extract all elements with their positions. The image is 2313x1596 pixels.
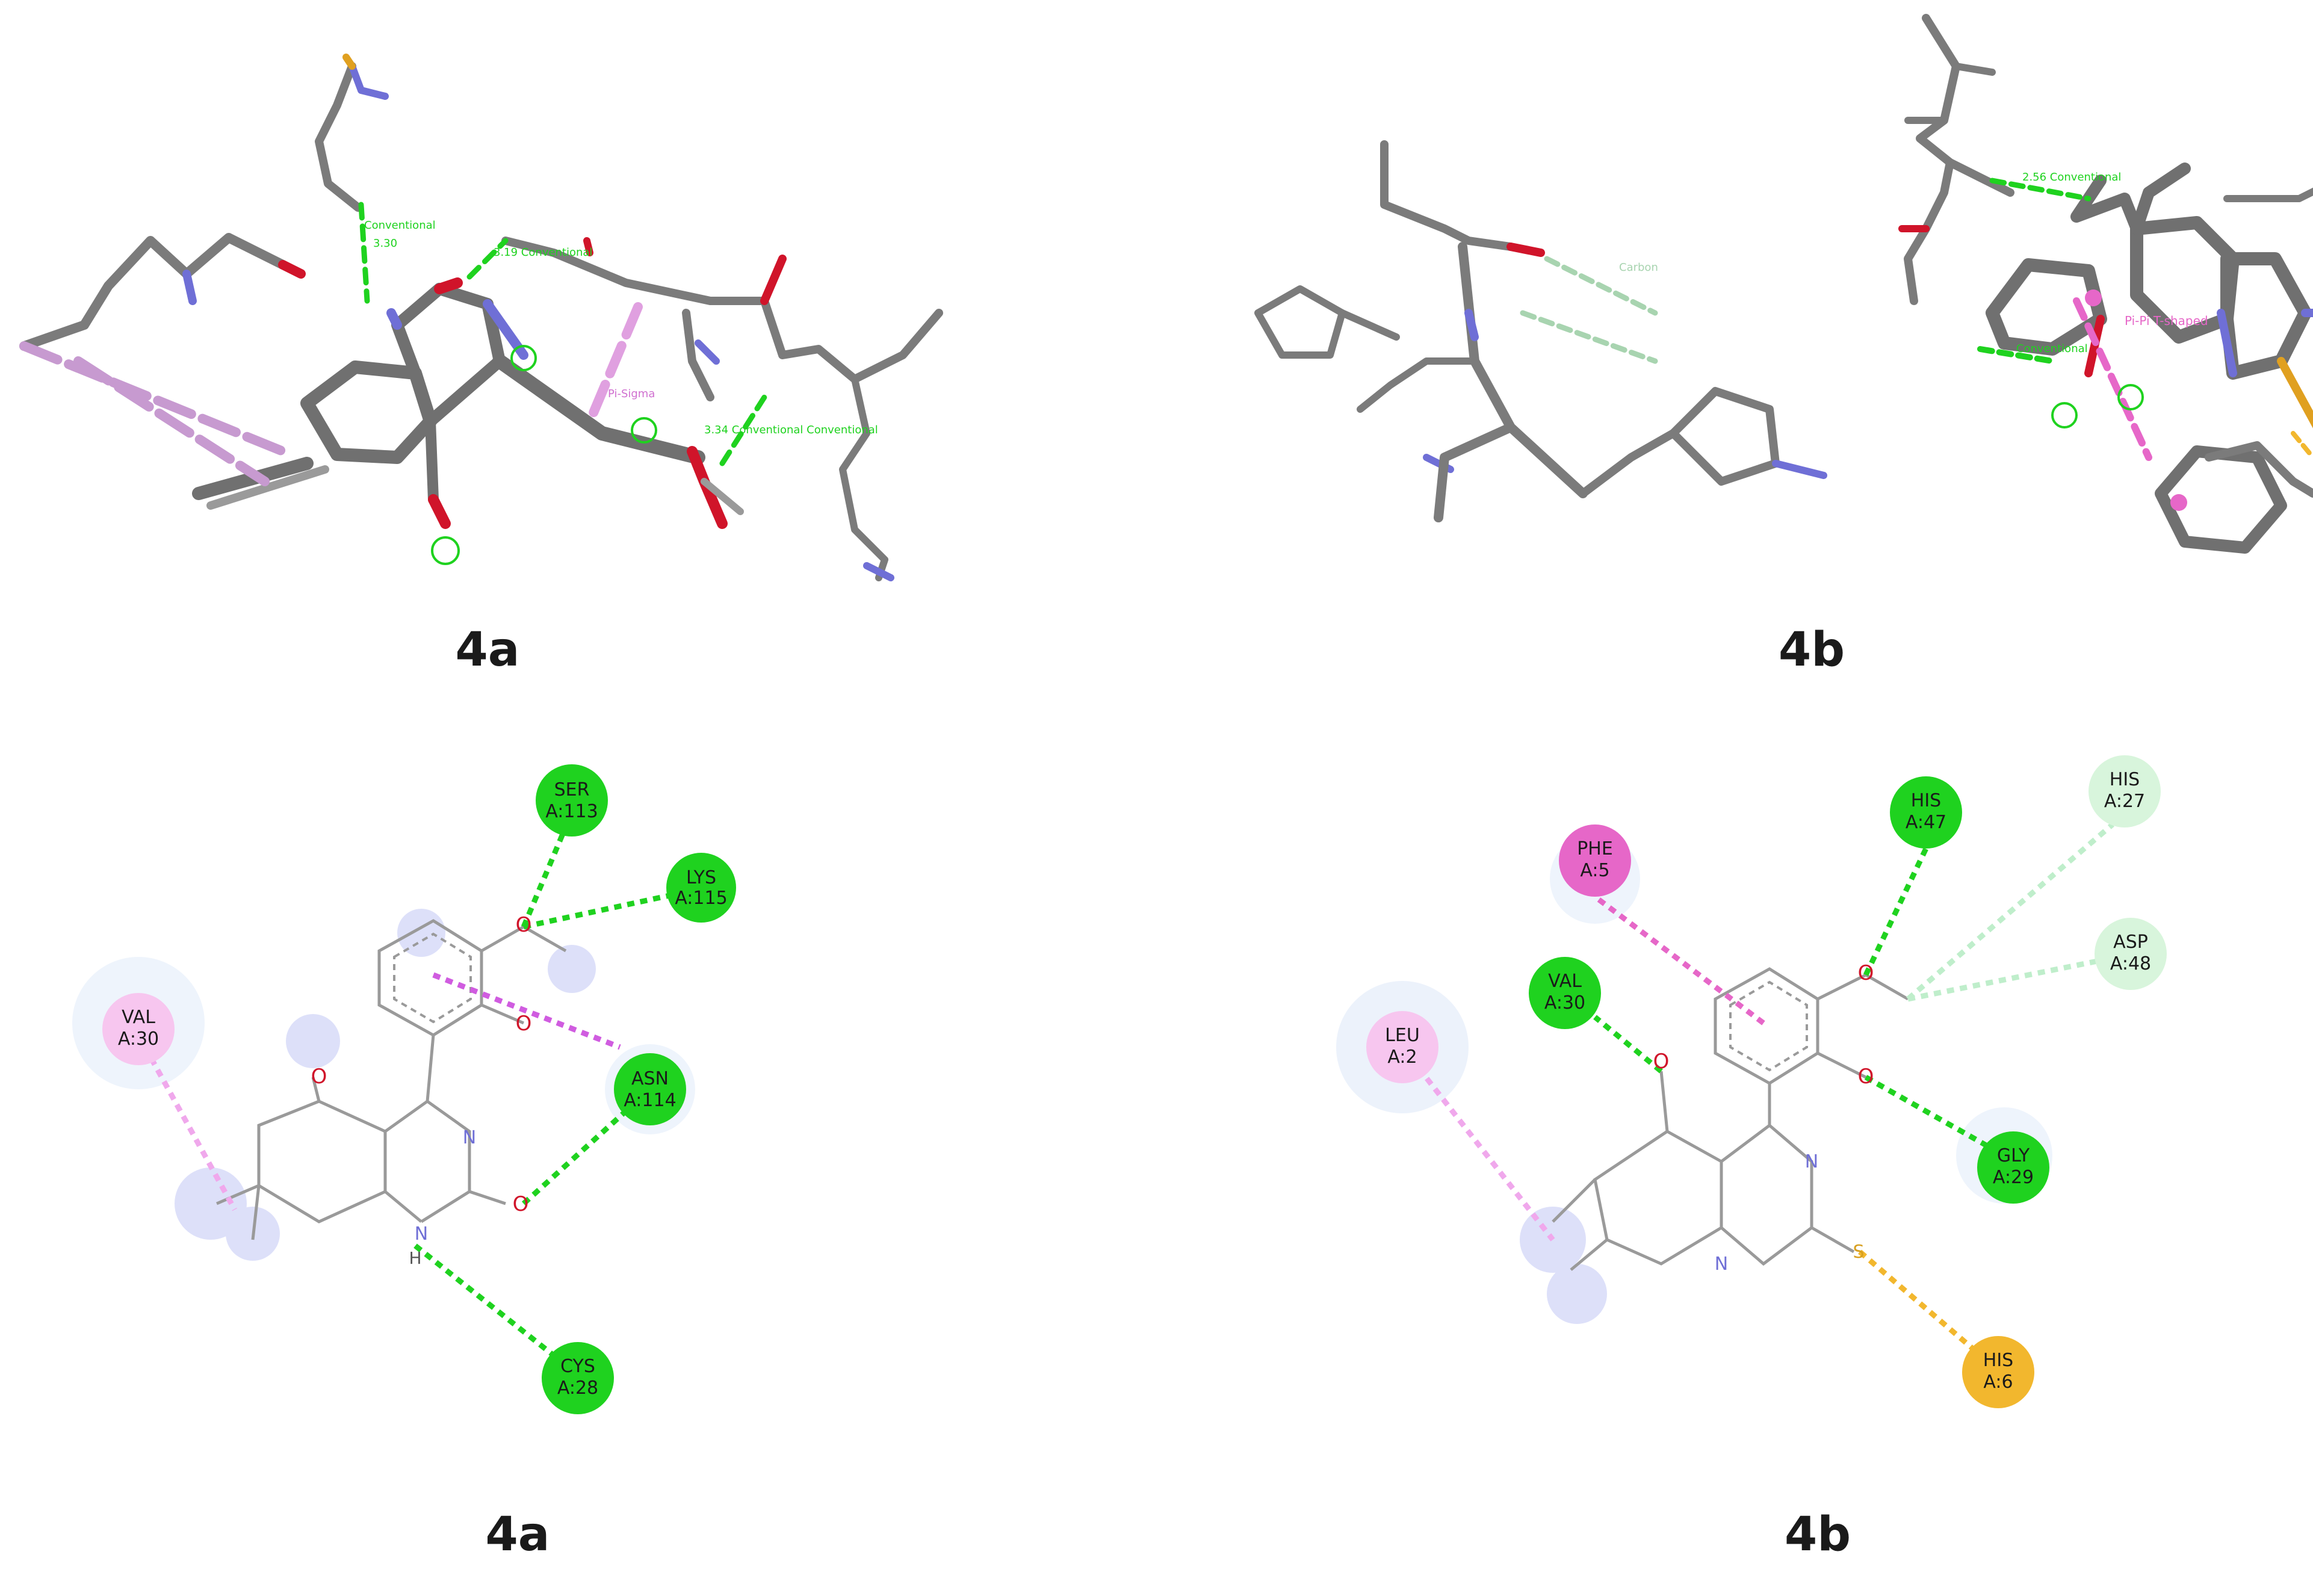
- atom-o-hydroxy-4a: O: [516, 1012, 532, 1036]
- svg-text:A:115: A:115: [675, 888, 727, 909]
- atom-n-3-4b: N: [1805, 1151, 1818, 1172]
- residue-asn-114: ASN A:114: [614, 1053, 686, 1125]
- svg-text:A:28: A:28: [557, 1378, 598, 1399]
- docking-3d-view-4a: Conventional 3.30 3.19 Conventional 3.34…: [19, 54, 943, 581]
- svg-text:A:47: A:47: [1906, 812, 1946, 833]
- atom-o-ketone-4b: O: [1653, 1050, 1670, 1074]
- atom-n-1-4a: N: [415, 1223, 428, 1245]
- svg-text:A:113: A:113: [545, 801, 598, 822]
- svg-text:A:48: A:48: [2110, 953, 2151, 974]
- svg-text:CYS: CYS: [560, 1356, 595, 1377]
- svg-text:A:114: A:114: [624, 1090, 676, 1111]
- residue-cys-28: CYS A:28: [542, 1342, 614, 1414]
- caption-bottom-right: 4b: [1784, 1508, 1851, 1562]
- residue-his-47: HIS A:47: [1890, 776, 1962, 849]
- label-4b-pi-pi: Pi-Pi T-shaped: [2125, 314, 2208, 328]
- panel-4a-2d: O O O N N O H SER A:113 LYS A:115 VAL A:…: [0, 710, 1144, 1492]
- label-4b-carbon: Carbon: [1619, 261, 1658, 274]
- svg-text:GLY: GLY: [1997, 1145, 2030, 1166]
- interaction-2d-view-4a: O O O N N O H SER A:113 LYS A:115 VAL A:…: [72, 764, 736, 1414]
- svg-text:ASP: ASP: [2113, 932, 2148, 953]
- atom-o-urea-4a: O: [513, 1192, 529, 1216]
- svg-text:ASN: ASN: [631, 1068, 669, 1089]
- panel-4b-3d: 2.56 Conventional Conventional Carbon Pi…: [1162, 0, 2313, 692]
- svg-text:HIS: HIS: [1911, 790, 1941, 811]
- docking-3d-view-4b: 2.56 Conventional Conventional Carbon Pi…: [1254, 14, 2313, 554]
- interaction-2d-view-4b: O O O N N S HIS A:47 HIS A:27 PHE A:5 AS…: [1336, 755, 2167, 1408]
- residue-ser-113: SER A:113: [536, 764, 608, 837]
- residue-asp-48: ASP A:48: [2095, 918, 2167, 990]
- svg-text:VAL: VAL: [122, 1007, 155, 1028]
- svg-text:HIS: HIS: [1983, 1350, 2013, 1371]
- caption-bottom-left: 4a: [485, 1508, 550, 1562]
- residue-val-30-4b: VAL A:30: [1529, 957, 1601, 1029]
- residue-phe-5: PHE A:5: [1559, 824, 1631, 897]
- panel-4a-3d: Conventional 3.30 3.19 Conventional 3.34…: [0, 0, 1144, 692]
- svg-text:A:2: A:2: [1387, 1047, 1417, 1068]
- residue-val-30-4a: VAL A:30: [102, 993, 175, 1065]
- svg-text:A:29: A:29: [1993, 1167, 2034, 1188]
- svg-text:A:5: A:5: [1580, 860, 1609, 881]
- label-4a-conventional-1: Conventional: [364, 219, 436, 232]
- residue-lys-115: LYS A:115: [666, 853, 736, 923]
- svg-text:LEU: LEU: [1385, 1025, 1420, 1046]
- label-4a-conventional-3: 3.34 Conventional Conventional: [704, 424, 878, 436]
- residue-leu-2: LEU A:2: [1366, 1011, 1438, 1083]
- label-4a-conventional-2: 3.19 Conventional: [494, 246, 592, 259]
- svg-text:LYS: LYS: [686, 867, 716, 888]
- label-4b-conventional-1: 2.56 Conventional: [2022, 171, 2121, 184]
- residue-his-6: HIS A:6: [1962, 1336, 2034, 1408]
- caption-top-left: 4a: [455, 623, 520, 677]
- svg-text:SER: SER: [554, 779, 590, 800]
- svg-text:HIS: HIS: [2110, 769, 2140, 790]
- label-4a-distance-1: 3.30: [373, 237, 397, 250]
- residue-gly-29: GLY A:29: [1977, 1131, 2049, 1204]
- atom-n-1-4b: N: [1715, 1254, 1728, 1275]
- svg-text:A:30: A:30: [1544, 992, 1585, 1013]
- atom-o-ketone-4a: O: [311, 1065, 327, 1089]
- svg-text:A:6: A:6: [1983, 1372, 2013, 1393]
- atom-o-methoxy-4b: O: [1858, 961, 1874, 985]
- atom-h-4a: H: [409, 1248, 421, 1268]
- label-4b-conventional-2: Conventional: [2016, 342, 2088, 355]
- atom-s-4b: S: [1853, 1242, 1864, 1263]
- svg-text:VAL: VAL: [1548, 971, 1582, 992]
- residue-his-27: HIS A:27: [2089, 755, 2161, 827]
- caption-top-right: 4b: [1778, 623, 1845, 677]
- atom-o-methoxy-4a: O: [516, 913, 532, 937]
- atom-o-hydroxy-4b: O: [1858, 1065, 1874, 1089]
- svg-text:A:27: A:27: [2104, 791, 2145, 812]
- panel-4b-2d: O O O N N S HIS A:47 HIS A:27 PHE A:5 AS…: [1162, 710, 2313, 1492]
- label-4a-pi-sigma: Pi-Sigma: [608, 388, 655, 400]
- atom-n-3-4a: N: [463, 1127, 476, 1148]
- svg-text:A:30: A:30: [118, 1028, 159, 1050]
- svg-text:PHE: PHE: [1577, 838, 1613, 859]
